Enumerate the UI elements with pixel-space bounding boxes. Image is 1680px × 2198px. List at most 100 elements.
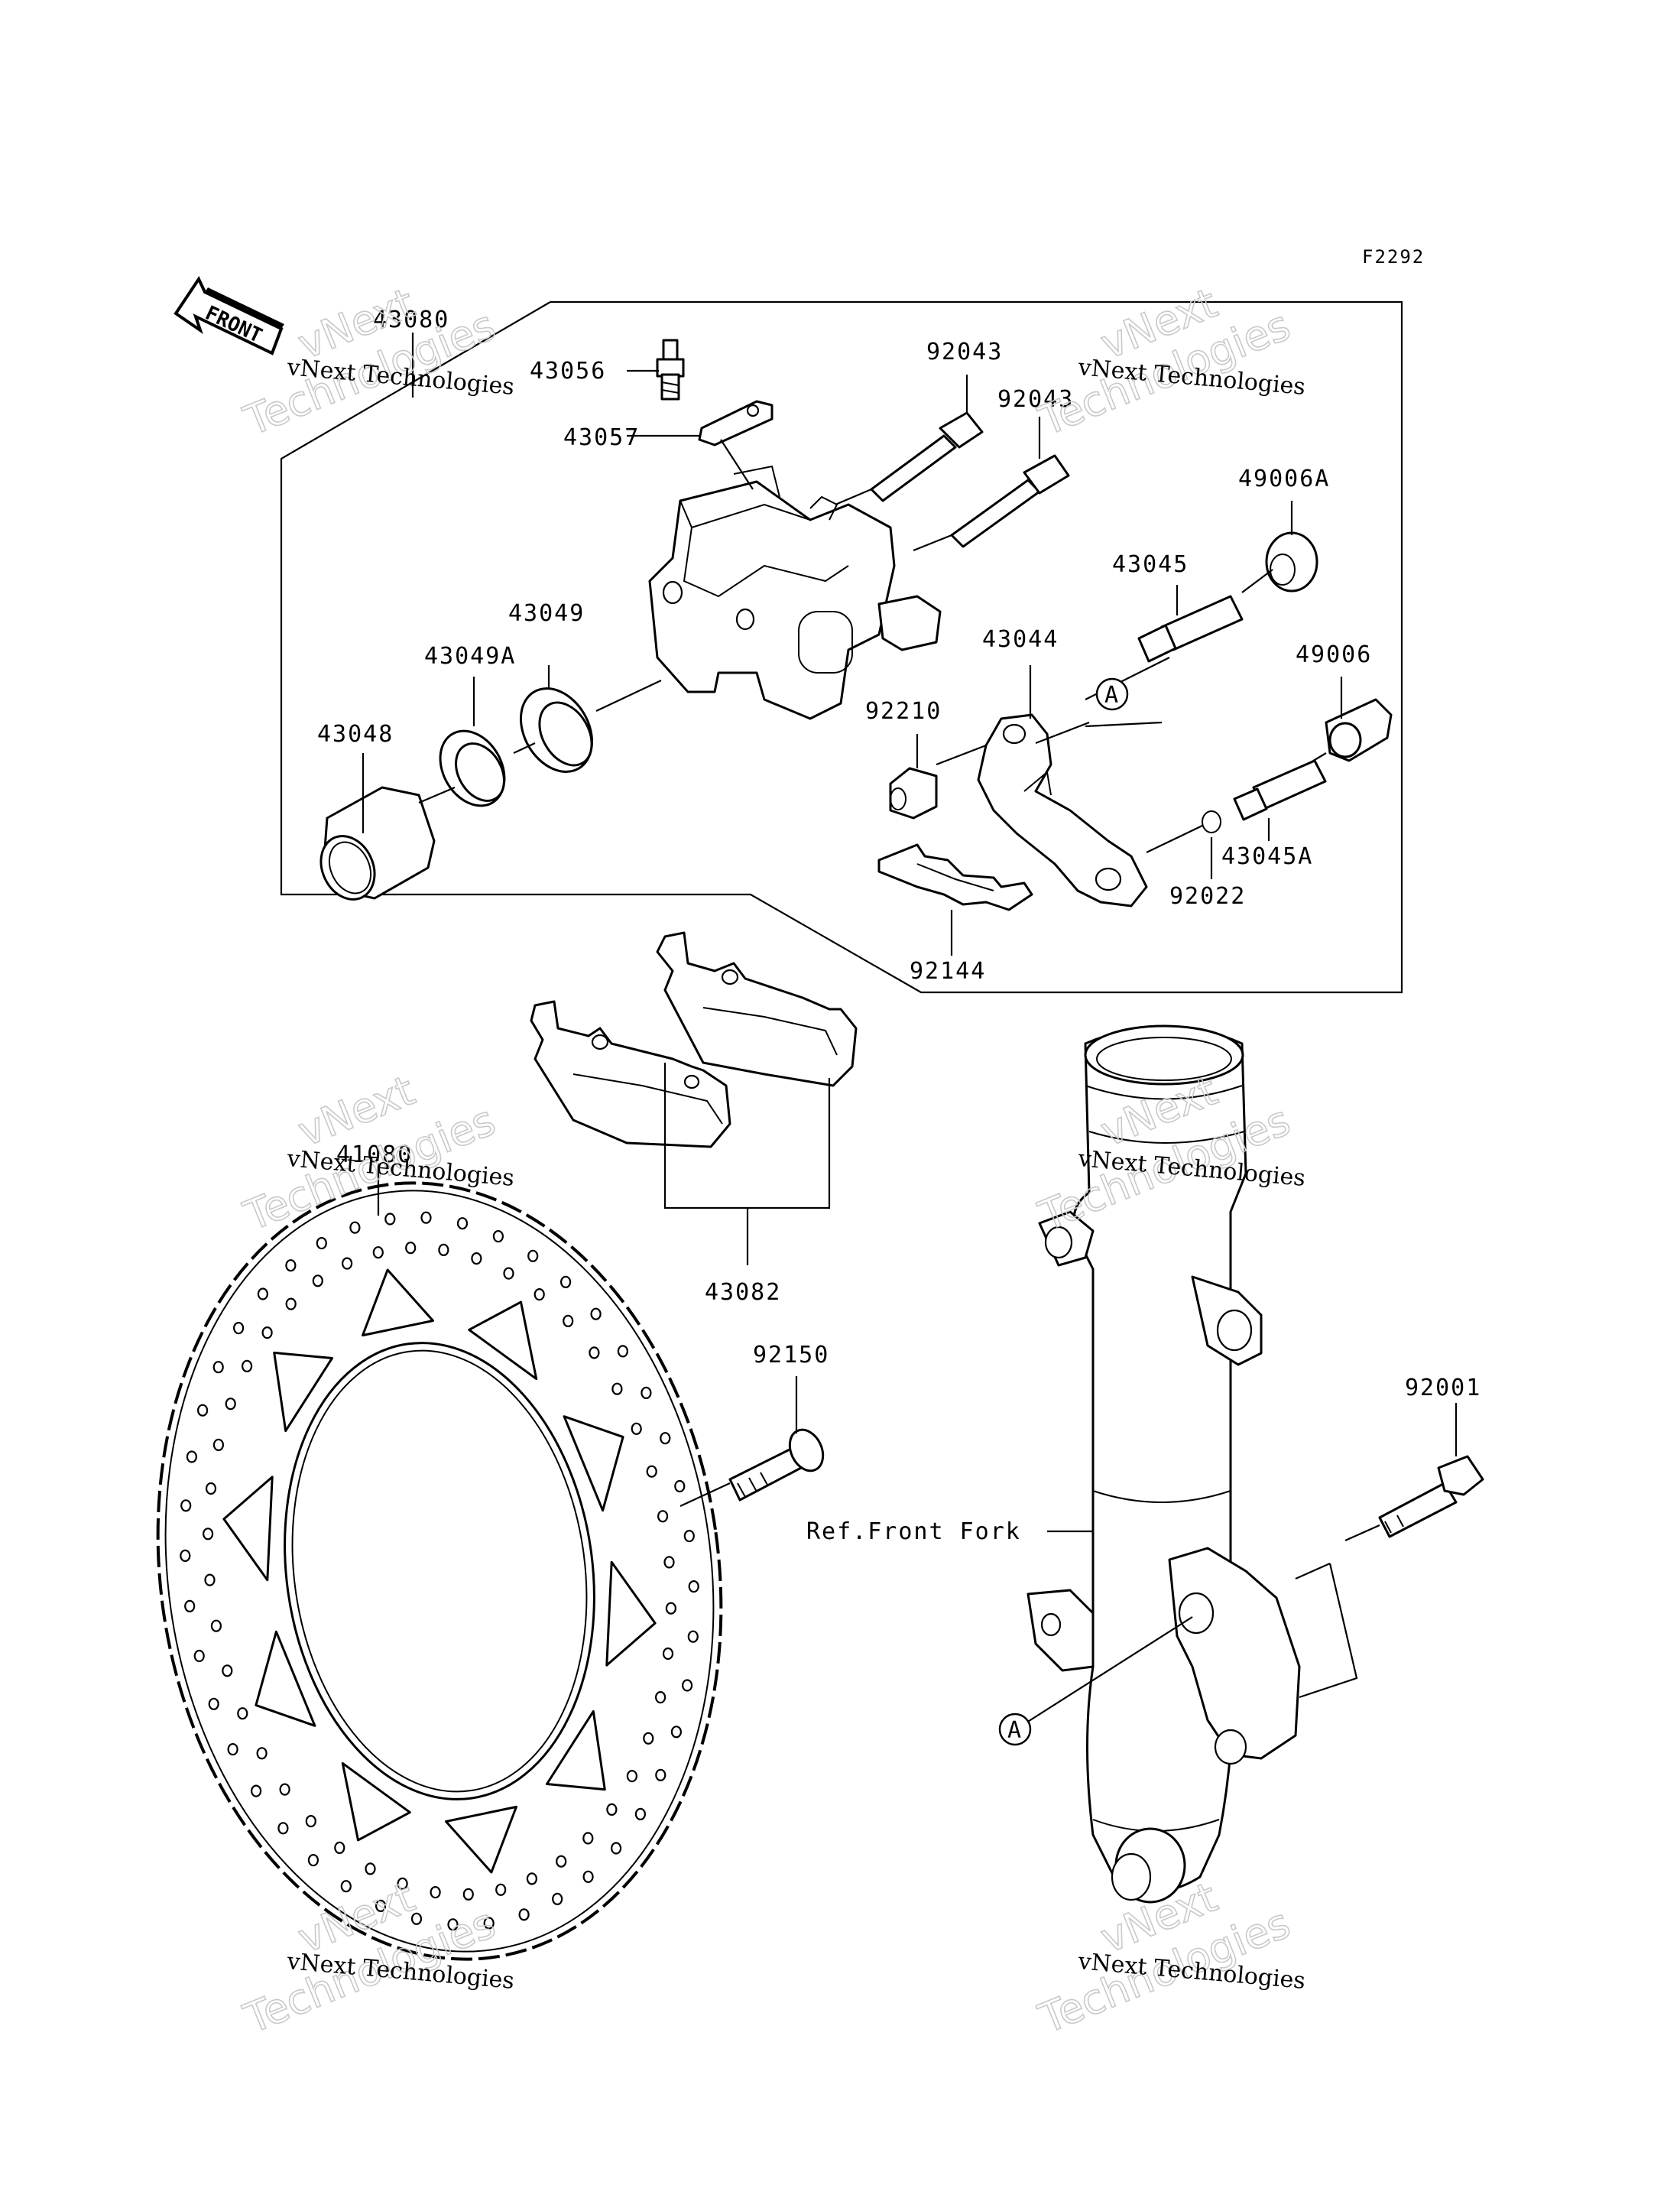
disc-drill-hole [674, 1479, 686, 1493]
disc-drill-hole [397, 1877, 408, 1890]
watermark-6: vNext Technologies vNext Technologies [1032, 1872, 1307, 2044]
disc-drill-hole [212, 1361, 224, 1374]
disc-drill-hole [663, 1556, 675, 1569]
disc-spoke-window [546, 1709, 606, 1791]
slide-pin-a [1233, 759, 1327, 821]
disc-drill-hole [646, 1465, 657, 1478]
label-92150: 92150 [753, 1342, 829, 1368]
disc-drill-hole [665, 1602, 677, 1615]
label-43049: 43049 [508, 600, 585, 627]
disc-drill-hole [365, 1862, 376, 1875]
label-49006: 49006 [1296, 641, 1372, 668]
disc-drill-hole [634, 1807, 647, 1820]
disc-drill-hole [285, 1297, 297, 1310]
slide-pin [1137, 595, 1244, 663]
label-49006A: 49006A [1238, 466, 1330, 492]
label-43056: 43056 [530, 358, 606, 385]
caliper-piston [319, 786, 436, 901]
label-43045A: 43045A [1221, 843, 1313, 870]
callout-a-lower: A [998, 1713, 1032, 1746]
ref-front-fork-label: Ref.Front Fork [806, 1518, 1021, 1545]
figure-code: F2292 [1362, 246, 1425, 268]
disc-drill-hole [559, 1275, 572, 1289]
disc-drill-hole [307, 1854, 319, 1867]
label-92043-2: 92043 [997, 386, 1074, 413]
disc-drill-hole [589, 1346, 600, 1359]
disc-spoke-window [341, 1761, 411, 1842]
disc-drill-hole [641, 1386, 652, 1400]
disc-drill-hole [410, 1912, 423, 1925]
label-43045: 43045 [1112, 551, 1189, 578]
disc-spoke-window [605, 1560, 657, 1667]
disc-drill-hole [342, 1257, 353, 1270]
disc-drill-hole [204, 1573, 216, 1586]
disc-drill-hole [180, 1549, 191, 1563]
watermark-2: vNext Technologies vNext Technologies [1032, 278, 1307, 446]
disc-drill-hole [643, 1732, 654, 1745]
label-92022: 92022 [1169, 883, 1246, 910]
caliper-assembly-box [280, 300, 1403, 994]
piston-seal [519, 687, 594, 773]
disc-drill-hole [212, 1438, 224, 1452]
disc-drill-hole [349, 1221, 361, 1234]
disc-drill-hole [233, 1321, 245, 1335]
label-43049A: 43049A [424, 643, 516, 670]
disc-spoke-window [222, 1476, 274, 1582]
disc-drill-hole [462, 1888, 474, 1901]
disc-drill-hole [556, 1855, 567, 1868]
bleeder-screw [656, 339, 685, 401]
sleeve [889, 767, 938, 820]
disc-drill-hole [582, 1832, 594, 1845]
disc-spoke-window [468, 1300, 538, 1381]
caliper-pin-1 [870, 411, 984, 502]
disc-drill-hole [372, 1246, 384, 1259]
label-92144: 92144 [910, 958, 986, 985]
disc-drill-hole [334, 1841, 345, 1854]
brake-caliper-body [648, 465, 942, 720]
disc-drill-hole [527, 1249, 539, 1262]
disc-drill-hole [420, 1211, 432, 1224]
watermark-1: vNext Technologies vNext Technologies [237, 278, 516, 446]
disc-drill-hole [687, 1630, 699, 1643]
brake-pad-rear [656, 931, 858, 1087]
disc-drill-hole [227, 1743, 238, 1756]
caliper-pin-2 [950, 454, 1070, 548]
rubber-boot-a [1265, 531, 1318, 593]
disc-spoke-window [445, 1805, 517, 1874]
callout-a-lower-text: A [1007, 1717, 1023, 1744]
disc-drill-hole [552, 1892, 563, 1905]
circlip [1202, 810, 1221, 833]
disc-drill-hole [534, 1287, 545, 1301]
disc-drill-hole [655, 1768, 666, 1781]
caliper-mounting-bolt [1378, 1455, 1484, 1538]
disc-drill-hole [384, 1213, 396, 1226]
disc-drill-hole [503, 1267, 514, 1280]
bleeder-cap [698, 400, 774, 446]
disc-drill-hole [251, 1784, 262, 1797]
disc-drill-hole [242, 1359, 253, 1373]
label-92001: 92001 [1405, 1375, 1481, 1401]
disc-drill-hole [405, 1242, 417, 1255]
disc-drill-hole [186, 1450, 197, 1463]
disc-drill-hole [657, 1510, 669, 1523]
disc-drill-hole [483, 1917, 495, 1930]
disc-drill-hole [456, 1217, 469, 1230]
label-92210: 92210 [865, 698, 942, 725]
disc-drill-hole [683, 1529, 695, 1543]
disc-drill-hole [237, 1707, 248, 1720]
disc-drill-hole [316, 1236, 327, 1250]
disc-drill-hole [626, 1770, 638, 1783]
disc-drill-hole [471, 1252, 482, 1265]
disc-drill-hole [670, 1726, 683, 1739]
disc-spoke-window [273, 1351, 333, 1433]
disc-drill-hole [225, 1398, 236, 1411]
brake-disc [156, 1181, 723, 1961]
disc-drill-hole [279, 1783, 290, 1796]
brake-pad-front [530, 1000, 731, 1148]
disc-drill-hole [285, 1259, 297, 1272]
disc-drill-hole [184, 1599, 196, 1612]
disc-spoke-window [362, 1268, 434, 1337]
disc-drill-hole [681, 1679, 693, 1692]
pad-spring [877, 843, 1033, 911]
